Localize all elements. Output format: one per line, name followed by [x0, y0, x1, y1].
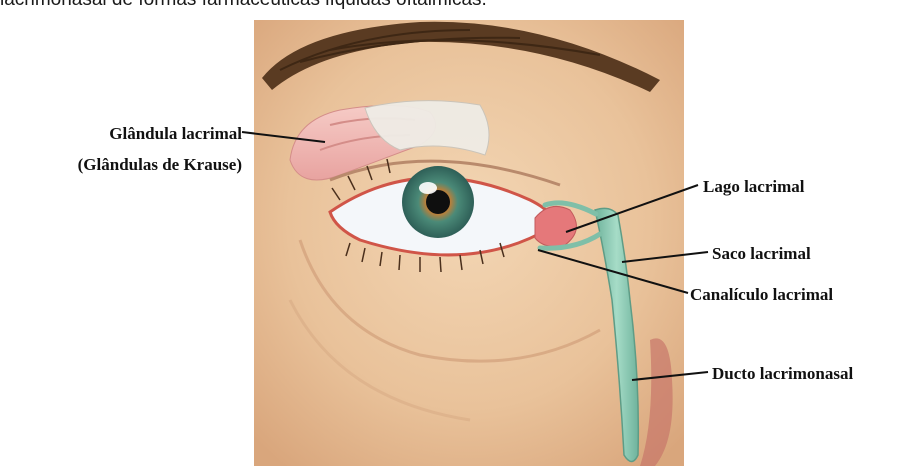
- label-nasolacrimal-duct: Ducto lacrimonasal: [712, 364, 853, 383]
- label-lacrimal-canaliculus: Canalículo lacrimal: [690, 285, 833, 304]
- lacrimal-caruncle: [535, 206, 576, 246]
- label-krause-glands: (Glândulas de Krause): [78, 155, 242, 174]
- iris-highlight: [419, 182, 437, 194]
- label-lacrimal-lake: Lago lacrimal: [703, 177, 805, 196]
- label-lacrimal-sac: Saco lacrimal: [712, 244, 811, 263]
- label-lacrimal-gland: Glândula lacrimal: [109, 124, 242, 143]
